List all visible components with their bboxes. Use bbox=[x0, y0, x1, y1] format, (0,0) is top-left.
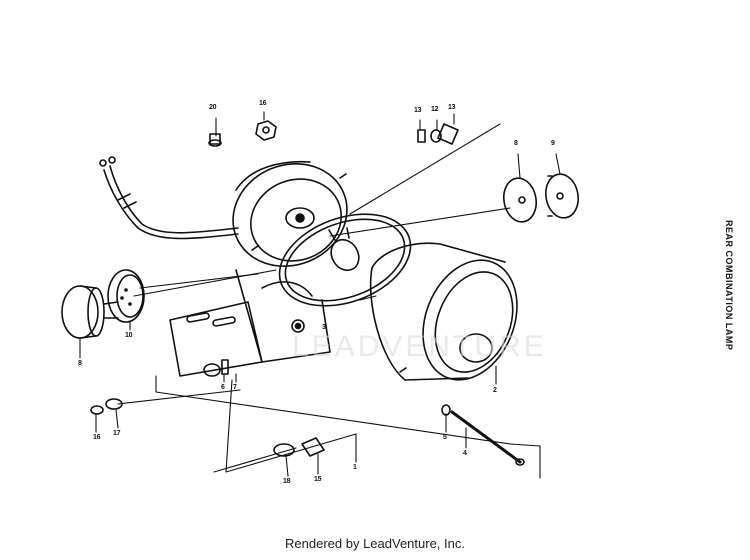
callout-13-top-left: 13 bbox=[414, 107, 422, 114]
callout-7: 7 bbox=[233, 384, 237, 391]
callout-9: 9 bbox=[551, 140, 555, 147]
callout-4: 4 bbox=[463, 450, 467, 457]
left-reflector bbox=[107, 269, 145, 323]
wire-harness bbox=[99, 156, 239, 240]
callout-13-top-right: 13 bbox=[448, 104, 456, 111]
callout-1: 1 bbox=[353, 464, 357, 471]
callout-15: 15 bbox=[314, 476, 322, 483]
top-hardware bbox=[208, 120, 459, 147]
callout-6: 6 bbox=[221, 384, 225, 391]
leader-lines bbox=[79, 111, 561, 479]
callout-18: 18 bbox=[283, 478, 291, 485]
diagram-title: REAR COMBINATION LAMP bbox=[724, 220, 734, 351]
callout-17: 17 bbox=[113, 430, 121, 437]
gasket-ring bbox=[278, 213, 412, 307]
callout-20: 20 bbox=[209, 104, 217, 111]
left-knob bbox=[61, 285, 119, 339]
callout-12: 12 bbox=[431, 106, 439, 113]
callout-2: 2 bbox=[493, 387, 497, 394]
callout-16-top: 16 bbox=[259, 100, 267, 107]
lamp-lens bbox=[369, 242, 518, 381]
callout-3: 3 bbox=[322, 324, 326, 331]
callout-16-bottom: 16 bbox=[93, 434, 101, 441]
callout-10: 10 bbox=[125, 332, 133, 339]
callout-5: 5 bbox=[443, 434, 447, 441]
footer-credit: Rendered by LeadVenture, Inc. bbox=[285, 536, 465, 551]
mounting-bracket bbox=[169, 269, 331, 377]
right-reflector bbox=[502, 173, 580, 223]
lower-hardware bbox=[90, 359, 525, 466]
watermark-text: LEADVENTURE bbox=[292, 330, 547, 363]
bulb bbox=[328, 227, 360, 272]
lamp-housing bbox=[232, 160, 348, 267]
callout-8-right: 8 bbox=[514, 140, 518, 147]
callout-8-left: 8 bbox=[78, 360, 82, 367]
